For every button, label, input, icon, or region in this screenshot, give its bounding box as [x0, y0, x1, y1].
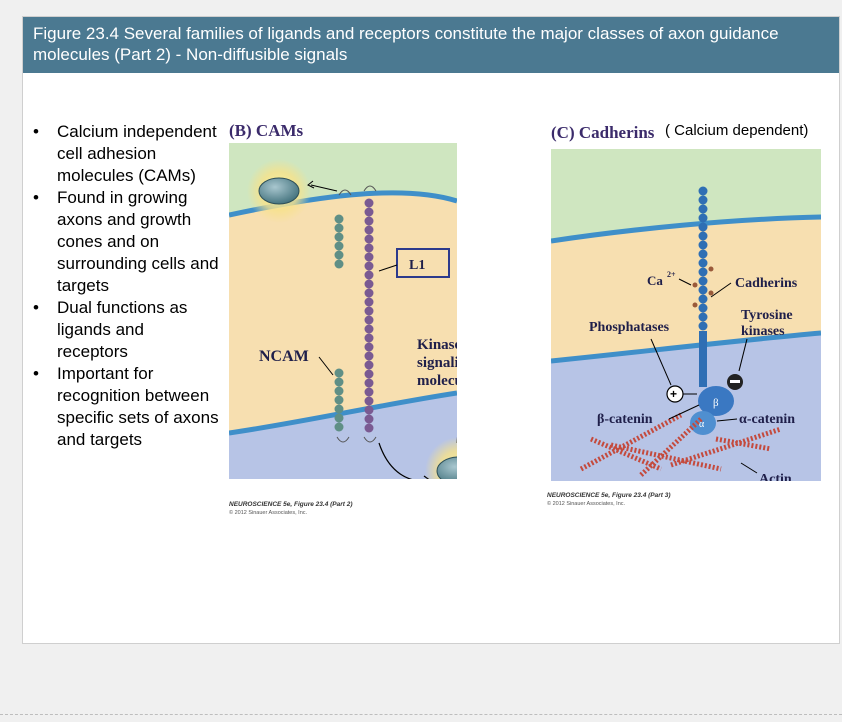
- actin-label: Actin: [759, 472, 792, 481]
- ncam-upper-beads: [334, 214, 344, 269]
- bullet-list: Calcium independent cell adhesion molecu…: [29, 121, 219, 451]
- copyright-b: © 2012 Sinauer Associates, Inc.: [229, 510, 308, 516]
- cadherins-label: Cadherins: [735, 276, 798, 291]
- beta-catenin-label: β-catenin: [597, 412, 653, 427]
- bullet-item: Found in growing axons and growth cones …: [29, 187, 219, 297]
- slide-title: Figure 23.4 Several families of ligands …: [23, 17, 839, 73]
- alpha-symbol: α: [699, 419, 705, 430]
- beta-catenin-shape: [698, 386, 734, 416]
- top-membrane: [551, 214, 821, 244]
- bottom-membrane: [551, 330, 821, 364]
- bullet-item: Calcium independent cell adhesion molecu…: [29, 121, 219, 187]
- calcium-label: Ca: [647, 273, 663, 288]
- kinases-label-3: molecules: [417, 373, 457, 389]
- panel-c-label: (C) Cadherins: [551, 123, 655, 142]
- actin-filaments: [579, 412, 782, 477]
- beta-symbol: β: [713, 397, 719, 409]
- slide: Figure 23.4 Several families of ligands …: [22, 16, 840, 644]
- tyrosine-label-1: Tyrosine: [741, 308, 793, 323]
- kinases-label-2: signaling: [417, 355, 457, 371]
- svg-text:+: +: [670, 387, 677, 401]
- bullet-item: Dual functions as ligands and receptors: [29, 297, 219, 363]
- ncam-lower-beads: [334, 368, 344, 432]
- ncam-label: NCAM: [259, 348, 309, 365]
- ligand-oval-lower: [436, 456, 457, 479]
- cadherins-figure: β α + Ca 2+ Cadherins Tyrosine kinases P…: [551, 149, 821, 481]
- credit-b: NEUROSCIENCE 5e, Figure 23.4 (Part 2): [229, 501, 353, 508]
- ligand-oval: [258, 177, 300, 205]
- l1-label: L1: [409, 258, 425, 273]
- calcium-superscript: 2+: [667, 270, 676, 279]
- l1-beads: [364, 198, 374, 433]
- l1-box: [396, 248, 450, 278]
- cadherin-stalk: [699, 331, 707, 387]
- page-divider: [0, 714, 842, 715]
- panel-b-label: (B) CAMs: [229, 121, 304, 140]
- cadherin-beads: [698, 186, 708, 331]
- credit-c: NEUROSCIENCE 5e, Figure 23.4 (Part 3): [547, 492, 671, 499]
- calcium-ions: [692, 266, 714, 308]
- bottom-cell-region: [229, 393, 457, 479]
- alpha-catenin-shape: [690, 411, 716, 435]
- calcium-dependent-note: ( Calcium dependent): [665, 122, 809, 139]
- phosphatases-label: Phosphatases: [589, 320, 670, 335]
- tyrosine-label-2: kinases: [741, 324, 785, 339]
- bullet-item: Important for recognition between specif…: [29, 363, 219, 451]
- copyright-c: © 2012 Sinauer Associates, Inc.: [547, 501, 626, 507]
- alpha-catenin-label: α-catenin: [739, 412, 795, 427]
